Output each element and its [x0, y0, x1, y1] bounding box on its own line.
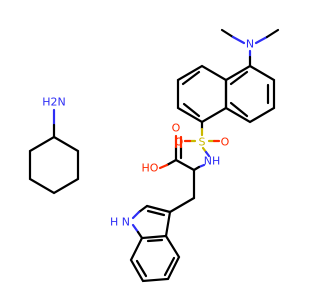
amide-nh-label: NH: [204, 155, 221, 168]
carbonyl-oxygen-label: O: [172, 122, 181, 135]
molecule-diagram: H2N N S O O NH: [28, 28, 280, 283]
bond-methyl-left-n: [231, 35, 246, 45]
amino-acid-backbone: O HO: [142, 122, 206, 200]
bond-methyl-right-n: [254, 35, 269, 45]
double-bond-c3a-c7a: [146, 238, 164, 243]
bond-n-c7a-blue: [131, 223, 140, 234]
sulfonamide-group: S O O NH: [175, 120, 230, 168]
double-bond-c4-c5: [163, 256, 176, 277]
sulfonyl-oxygen-right-label: O: [221, 136, 230, 149]
amine-label: H2N: [42, 96, 66, 109]
dimethylamino-group: N: [220, 28, 280, 68]
cyclohexylamine: H2N: [28, 96, 80, 195]
bond-c3-c3a: [164, 210, 172, 238]
double-bond-5: [182, 102, 201, 118]
sulfur-label: S: [199, 136, 206, 149]
structure-canvas: H2N N S O O NH: [28, 28, 280, 283]
double-bond-c2-c3: [146, 209, 166, 217]
sulfonyl-oxygen-left-label: O: [175, 136, 184, 149]
indole-nh-label: H N: [110, 216, 130, 229]
naphthalene-ring-right: [224, 64, 276, 124]
double-bond-c6-c7: [135, 259, 148, 278]
hydroxyl-label: HO: [142, 162, 159, 175]
bond-s-n-n: [204, 150, 211, 158]
double-bond-1: [229, 70, 249, 86]
bond-methyl-right: [265, 28, 280, 39]
naphthalene: [176, 64, 276, 124]
bond-beta-indole: [168, 196, 196, 214]
bond-alpha-carboxyl: [174, 158, 196, 172]
bond-methyl-left: [220, 28, 235, 39]
indole: H N: [110, 196, 196, 283]
cyclohexane-ring: [28, 135, 80, 195]
dimethyl-n-label: N: [246, 38, 254, 51]
bond-hydroxyl-o: [158, 163, 169, 170]
bond-c2-n-blue: [131, 210, 141, 220]
naphthalene-ring-left: [176, 64, 228, 124]
bond-c2-n: [137, 204, 149, 214]
double-bond-4: [181, 70, 201, 86]
double-bond-3: [229, 101, 249, 118]
bond-c3-c2: [145, 204, 172, 214]
indole-benzene-ring: [129, 234, 181, 283]
bond-hydroxyl-c: [165, 158, 178, 167]
